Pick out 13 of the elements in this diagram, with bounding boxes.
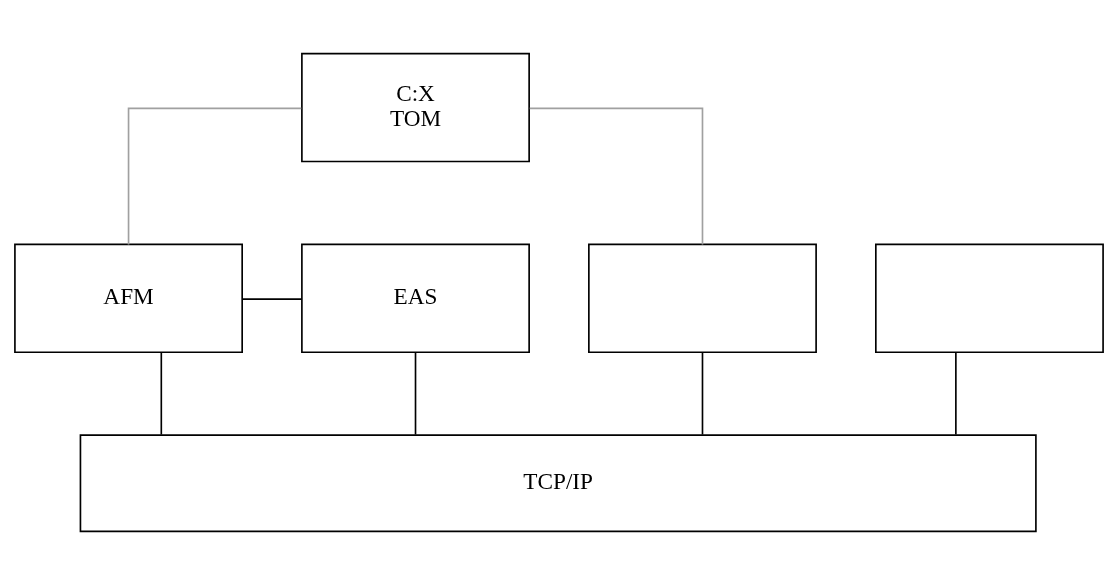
node-box: C:X TOM	[301, 52, 530, 163]
node-box	[588, 243, 817, 354]
node-box: TCP/IP	[79, 434, 1037, 533]
node-box	[875, 243, 1104, 354]
node-box: AFM	[14, 243, 243, 354]
node-box: EAS	[301, 243, 530, 354]
connector	[241, 298, 303, 300]
connector	[160, 351, 163, 436]
connector	[414, 351, 417, 436]
connector	[701, 351, 704, 436]
connector	[528, 107, 704, 246]
connector	[127, 107, 303, 246]
connector	[955, 351, 957, 436]
